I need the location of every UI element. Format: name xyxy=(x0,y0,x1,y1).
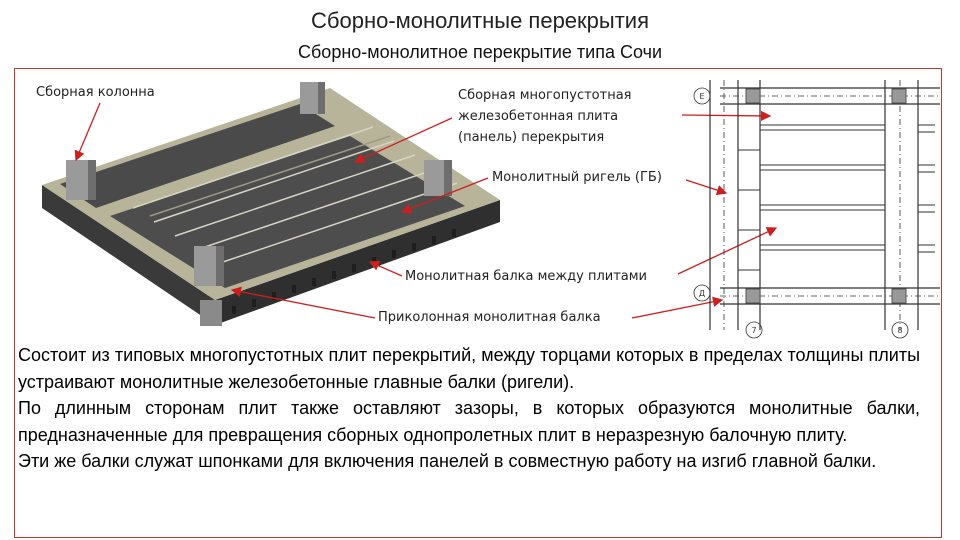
axis-label: Е xyxy=(699,92,704,101)
label-line: (панель) перекрытия xyxy=(458,130,605,145)
label-precast-column: Сборная колонна xyxy=(36,85,155,100)
description-text: Состоит из типовых многопустотных плит п… xyxy=(18,342,920,475)
axis-label: 7 xyxy=(751,326,756,335)
label-beam-between-slabs: Монолитная балка между плитами xyxy=(405,269,647,284)
label-precast-slab: Сборная многопустотная железобетонная пл… xyxy=(458,85,632,148)
axis-label: 8 xyxy=(897,326,902,335)
axis-marker-circle xyxy=(745,321,763,339)
illustration-frame xyxy=(14,68,942,538)
precast-column xyxy=(300,82,325,114)
precast-panel xyxy=(60,104,335,208)
axis-marker-circle xyxy=(693,87,711,105)
precast-column xyxy=(194,246,224,326)
slide-subtitle: Сборно-монолитное перекрытие типа Сочи xyxy=(298,42,662,62)
paragraph: Состоит из типовых многопустотных плит п… xyxy=(18,345,920,392)
label-column-beam: Приколонная монолитная балка xyxy=(378,310,601,325)
axis-marker-circle xyxy=(891,321,909,339)
label-line: Сборная многопустотная xyxy=(458,88,632,103)
floor-plan-drawing xyxy=(693,80,940,339)
paragraph: Эти же балки служат шпонками для включен… xyxy=(18,451,877,471)
paragraph: По длинным сторонам плит также оставляют… xyxy=(18,398,920,445)
label-monolithic-girder: Монолитный ригель (ГБ) xyxy=(492,170,662,185)
label-line: железобетонная плита xyxy=(458,109,619,124)
slide-title: Сборно-монолитные перекрытия xyxy=(310,8,649,33)
precast-column xyxy=(424,160,452,196)
floor-3d-model xyxy=(42,82,500,326)
axis-label: Д xyxy=(699,289,705,298)
axis-marker-circle xyxy=(693,284,711,302)
precast-column xyxy=(66,160,96,200)
